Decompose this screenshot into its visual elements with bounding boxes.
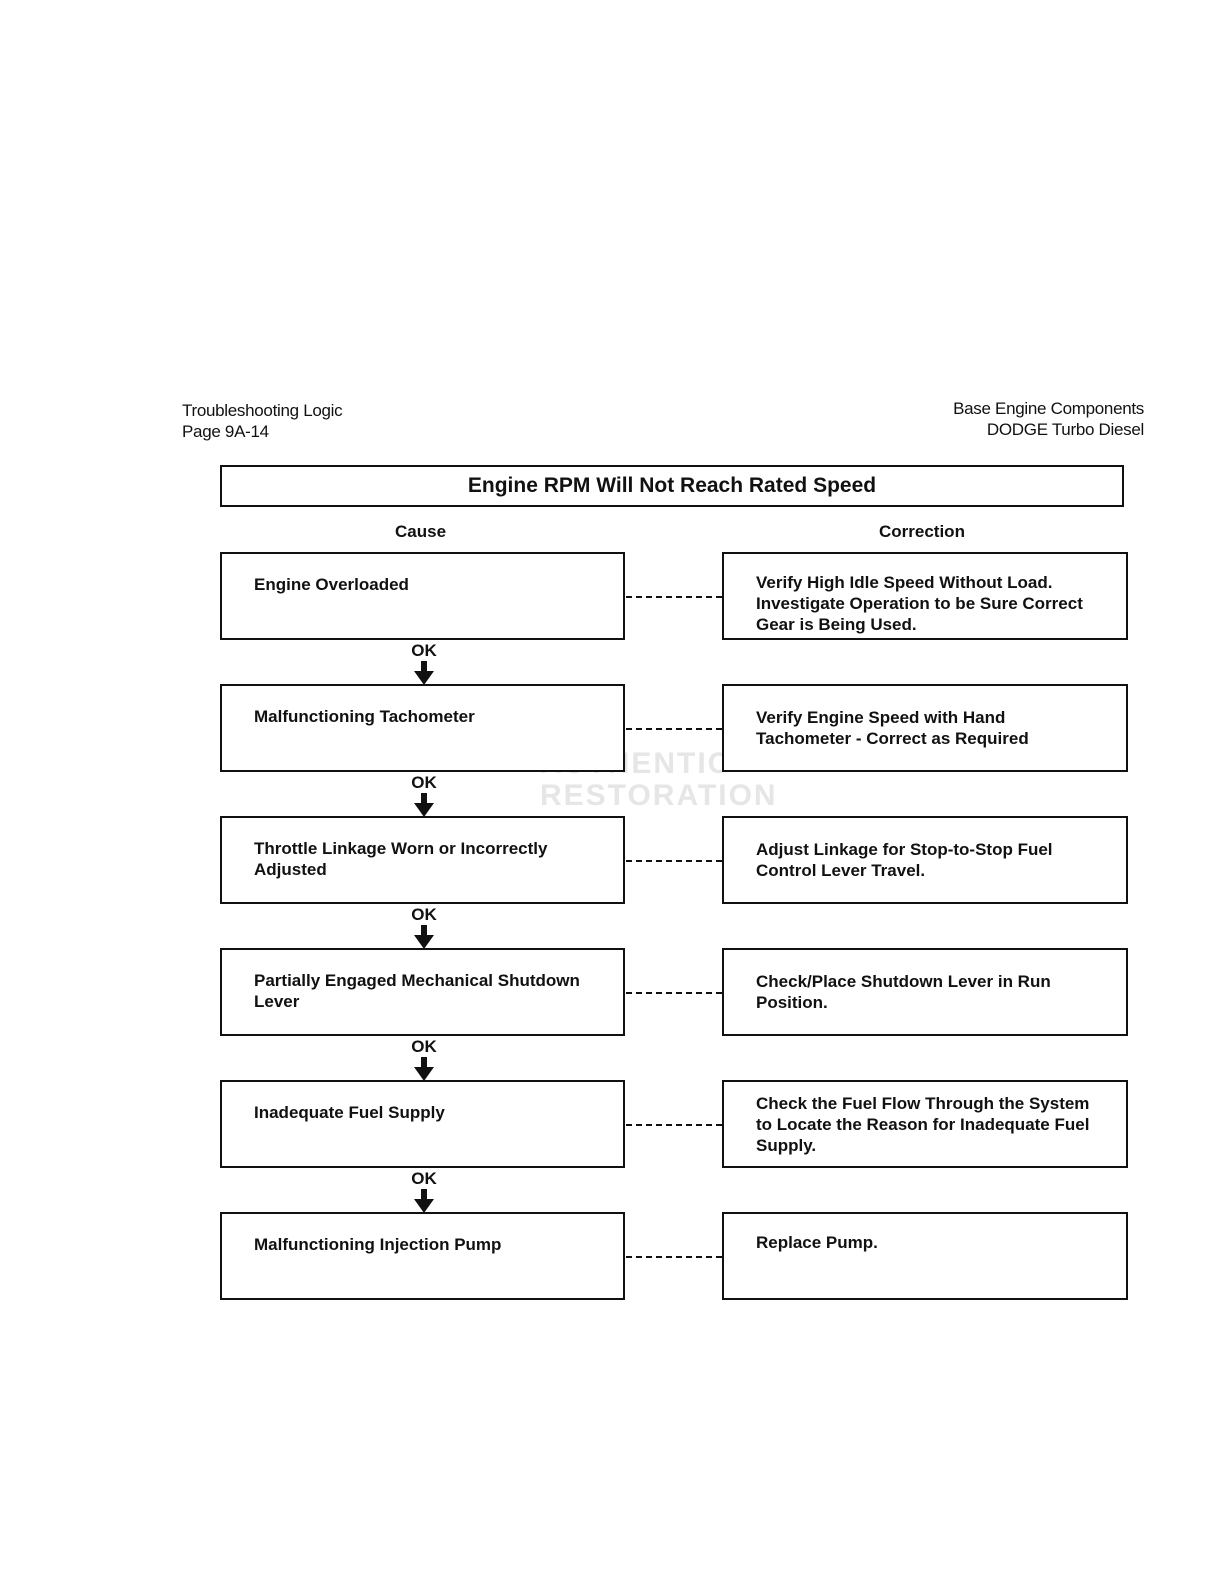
ok-label: OK bbox=[411, 1169, 437, 1188]
correction-box: Check/Place Shutdown Lever in Run Positi… bbox=[722, 948, 1128, 1036]
down-arrow-icon bbox=[414, 793, 434, 817]
correction-text: Adjust Linkage for Stop-to-Stop Fuel Con… bbox=[756, 840, 1053, 880]
ok-label: OK bbox=[411, 905, 437, 924]
connector-line bbox=[626, 1124, 722, 1126]
correction-text: Verify Engine Speed with Hand Tachometer… bbox=[756, 708, 1029, 748]
diagram-title: Engine RPM Will Not Reach Rated Speed bbox=[220, 465, 1124, 507]
section-title: Troubleshooting Logic bbox=[182, 401, 343, 420]
header-right: Base Engine Components DODGE Turbo Diese… bbox=[953, 398, 1144, 440]
connector-line bbox=[626, 992, 722, 994]
vehicle-title: DODGE Turbo Diesel bbox=[986, 420, 1144, 439]
ok-label: OK bbox=[411, 1037, 437, 1056]
down-arrow-icon bbox=[414, 925, 434, 949]
correction-box: Check the Fuel Flow Through the System t… bbox=[722, 1080, 1128, 1168]
cause-box: Malfunctioning Tachometer bbox=[220, 684, 625, 772]
correction-text: Check/Place Shutdown Lever in Run Positi… bbox=[756, 972, 1051, 1012]
ok-label: OK bbox=[411, 641, 437, 660]
cause-box: Inadequate Fuel Supply bbox=[220, 1080, 625, 1168]
cause-box: Engine Overloaded bbox=[220, 552, 625, 640]
header-left: Troubleshooting Logic Page 9A-14 bbox=[182, 400, 343, 442]
down-arrow-icon bbox=[414, 1057, 434, 1081]
correction-box: Adjust Linkage for Stop-to-Stop Fuel Con… bbox=[722, 816, 1128, 904]
cause-box: Throttle Linkage Worn or Incorrectly Adj… bbox=[220, 816, 625, 904]
cause-box: Malfunctioning Injection Pump bbox=[220, 1212, 625, 1300]
correction-box: Replace Pump. bbox=[722, 1212, 1128, 1300]
watermark-line2: RESTORATION bbox=[540, 779, 778, 812]
page-number: Page 9A-14 bbox=[182, 422, 269, 441]
down-arrow-icon bbox=[414, 661, 434, 685]
watermark: AUTHENTIC RESTORATION bbox=[540, 748, 778, 812]
cause-column-header: Cause bbox=[395, 522, 447, 541]
correction-box: Verify High Idle Speed Without Load. Inv… bbox=[722, 552, 1128, 640]
down-arrow-icon bbox=[414, 1189, 434, 1213]
connector-line bbox=[626, 596, 722, 598]
correction-text: Verify High Idle Speed Without Load. Inv… bbox=[756, 573, 1083, 634]
correction-text: Check the Fuel Flow Through the System t… bbox=[756, 1093, 1090, 1155]
cause-box: Partially Engaged Mechanical Shutdown Le… bbox=[220, 948, 625, 1036]
connector-line bbox=[626, 1256, 722, 1258]
chapter-title: Base Engine Components bbox=[953, 399, 1144, 418]
correction-text: Replace Pump. bbox=[756, 1233, 878, 1252]
correction-box: Verify Engine Speed with Hand Tachometer… bbox=[722, 684, 1128, 772]
ok-label: OK bbox=[411, 773, 437, 792]
connector-line bbox=[626, 728, 722, 730]
connector-line bbox=[626, 860, 722, 862]
correction-column-header: Correction bbox=[879, 522, 965, 541]
